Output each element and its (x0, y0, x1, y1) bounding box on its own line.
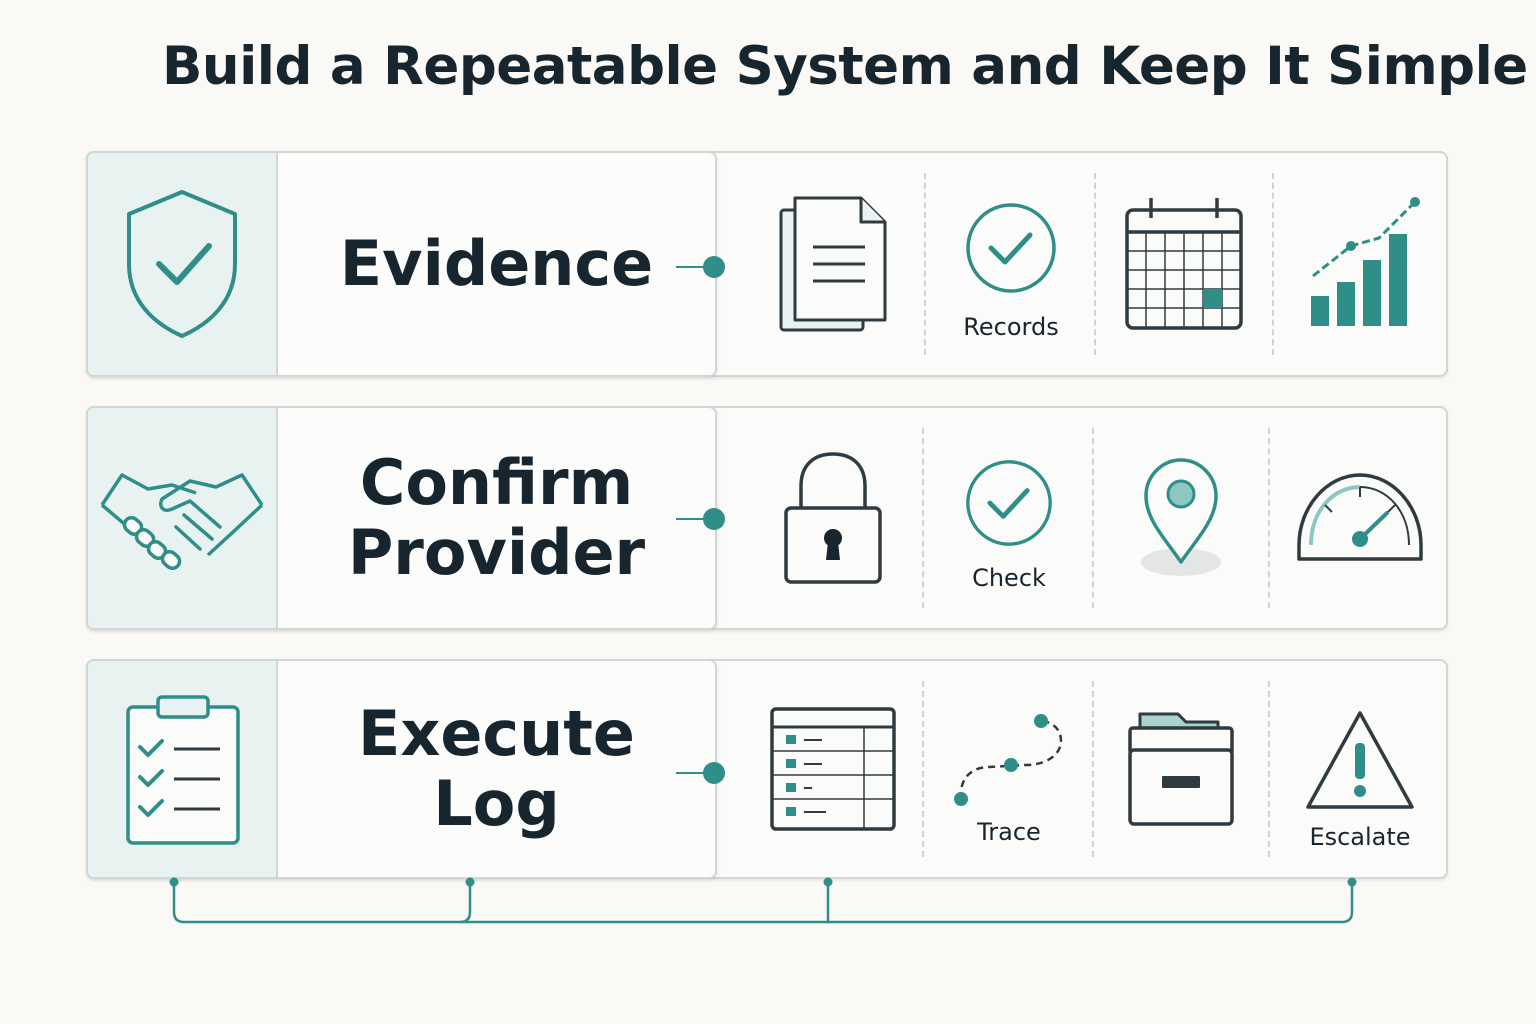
clipboard-checklist-icon (126, 695, 240, 845)
divider (922, 681, 924, 857)
row-confirm-provider: Confirm Provider Check (86, 406, 1448, 630)
connector-dot (676, 762, 725, 784)
row-header: Evidence (86, 151, 717, 377)
check-circle-icon (966, 460, 1052, 546)
sub-item-padlock (748, 408, 918, 628)
table-list-icon (770, 707, 896, 831)
map-pin-icon (1141, 458, 1221, 576)
calendar-icon (1125, 198, 1243, 330)
sub-item-caption: Check (972, 564, 1046, 592)
sub-item-gauge (1270, 408, 1450, 628)
trace-path-icon (954, 714, 1063, 806)
row-label-line: Log (433, 767, 560, 840)
document-stack-icon (779, 196, 887, 331)
bottom-bracket-connector (169, 877, 1357, 924)
warning-triangle-icon (1306, 711, 1414, 809)
sub-item-escalate: Escalate (1270, 661, 1450, 877)
connector-dot (676, 508, 725, 530)
sub-item-caption: Trace (977, 818, 1041, 846)
row-header: Execute Log (86, 659, 717, 879)
shield-check-icon (127, 190, 237, 338)
divider (1092, 428, 1094, 608)
row-label-line: Provider (347, 516, 646, 589)
row-label-line: Confirm (359, 446, 634, 519)
row-label: Confirm Provider (278, 408, 715, 628)
sub-item-map-pin (1094, 408, 1268, 628)
row-label-line: Evidence (339, 227, 654, 300)
row-icon-cell (88, 153, 278, 375)
bar-chart-trend-icon (1311, 197, 1420, 326)
row-icon-cell (88, 408, 278, 628)
row-icon-cell (88, 661, 278, 877)
divider (1272, 173, 1274, 355)
sub-item-calendar (1096, 153, 1272, 375)
divider (1094, 173, 1096, 355)
row-header: Confirm Provider (86, 406, 717, 630)
gauge-icon (1297, 473, 1423, 561)
page-title: Build a Repeatable System and Keep It Si… (162, 36, 1528, 97)
connector-dot (676, 256, 725, 278)
row-label-line: Execute (358, 697, 635, 770)
sub-item-trace: Trace (924, 661, 1094, 877)
padlock-icon (784, 452, 882, 584)
divider (1092, 681, 1094, 857)
divider (1268, 681, 1270, 857)
divider (922, 428, 924, 608)
handshake-icon (100, 473, 264, 571)
sub-item-caption: Escalate (1309, 823, 1411, 851)
row-execute-log: Execute Log (86, 659, 1448, 879)
file-drawer-icon (1128, 712, 1234, 826)
sub-item-caption: Records (963, 313, 1059, 341)
sub-item-file-drawer (1094, 661, 1268, 877)
sub-item-bar-chart (1274, 153, 1450, 375)
divider (924, 173, 926, 355)
row-label: Evidence (278, 153, 715, 375)
row-label: Execute Log (278, 661, 715, 877)
row-evidence: Evidence Records (86, 151, 1448, 377)
sub-item-table (748, 661, 918, 877)
sub-item-documents (748, 153, 918, 375)
divider (1268, 428, 1270, 608)
sub-item-check: Check (924, 408, 1094, 628)
sub-item-records: Records (926, 153, 1096, 375)
check-circle-icon (966, 203, 1056, 293)
